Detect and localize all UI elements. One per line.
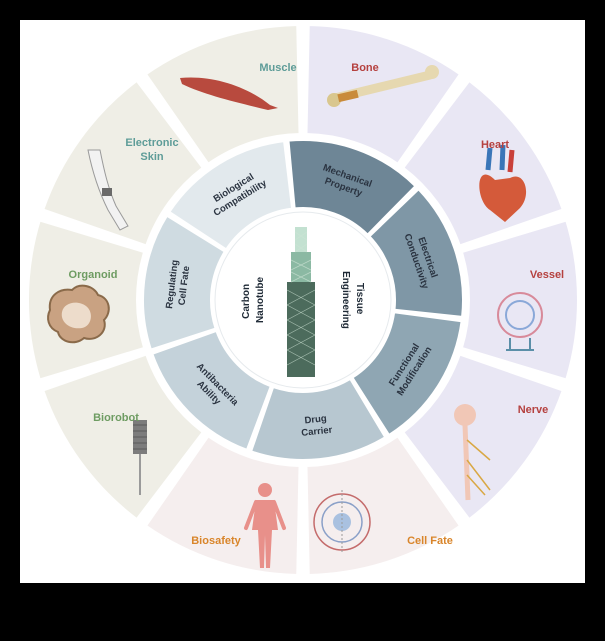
biorobot-icon [133, 420, 147, 495]
outer-label-cellfate: Cell Fate [407, 535, 453, 547]
center-circle: Carbon Nanotube Tissue Engineering [214, 211, 392, 389]
outer-label-nerve: Nerve [518, 404, 549, 416]
diagram-panel: Carbon Nanotube Tissue Engineering [20, 20, 585, 583]
outer-label-eskin-line-2: Skin [140, 151, 164, 163]
organoid-icon [47, 284, 110, 344]
center-right-line-2: Engineering [340, 271, 351, 329]
outer-label-heart: Heart [481, 139, 509, 151]
outer-segment-nerve [401, 353, 564, 521]
inner-label-drug-line-2: Carrier [301, 425, 333, 439]
outer-label-eskin-line-1: Electronic [125, 137, 178, 149]
outer-label-organoid: Organoid [69, 269, 118, 281]
center-left-line-1: Carbon [241, 284, 252, 319]
heart-icon [479, 144, 527, 222]
inner-segment-electrical [368, 187, 464, 318]
inner-segment-mechanical [287, 139, 417, 236]
svg-text:Carbon Nanotube: Carbon Nanotube [241, 277, 266, 324]
electronic-skin-icon [87, 149, 129, 231]
carbon-nanotube-icon [286, 227, 316, 377]
nerve-icon [454, 404, 491, 501]
inner-label-drug-line-1: Drug [304, 413, 327, 426]
outer-segment-eskin [42, 79, 205, 247]
svg-text:Tissue Engineering: Tissue Engineering [340, 271, 365, 329]
outer-segment-bone [305, 24, 462, 166]
outer-label-biosafety: Biosafety [191, 535, 241, 547]
inner-segment-functional [351, 311, 463, 437]
inner-label-drug: DrugCarrier [300, 413, 334, 439]
outer-label-biorobot: Biorobot [93, 412, 139, 424]
inner-segment-antibacteria [151, 329, 273, 452]
outer-label-bone: Bone [351, 62, 379, 74]
center-left-line-2: Nanotube [255, 277, 266, 324]
human-body-icon [244, 483, 286, 568]
inner-label-regulating: RegulatingCell Fate [164, 259, 193, 311]
inner-segment-regulating [142, 214, 227, 351]
outer-segment-cellfate [305, 434, 462, 576]
muscle-icon [180, 77, 278, 110]
inner-ring [142, 139, 464, 461]
vessel-icon [497, 292, 543, 351]
cell-fate-icon [313, 490, 371, 554]
inner-segment-biological [167, 140, 294, 251]
outer-label-vessel: Vessel [530, 269, 564, 281]
outer-segment-heart [401, 79, 564, 247]
outer-segment-vessel [460, 219, 579, 381]
inner-segment-drug [249, 377, 387, 461]
outer-icons [47, 65, 543, 568]
outer-label-muscle: Muscle [259, 62, 296, 74]
wheel-diagram: Carbon Nanotube Tissue Engineering [27, 24, 579, 576]
bone-icon [327, 65, 439, 107]
outer-segment-biorobot [42, 353, 205, 521]
center-right-line-1: Tissue [354, 283, 365, 315]
inner-label-regulating-line-2: Cell Fate [177, 265, 193, 306]
